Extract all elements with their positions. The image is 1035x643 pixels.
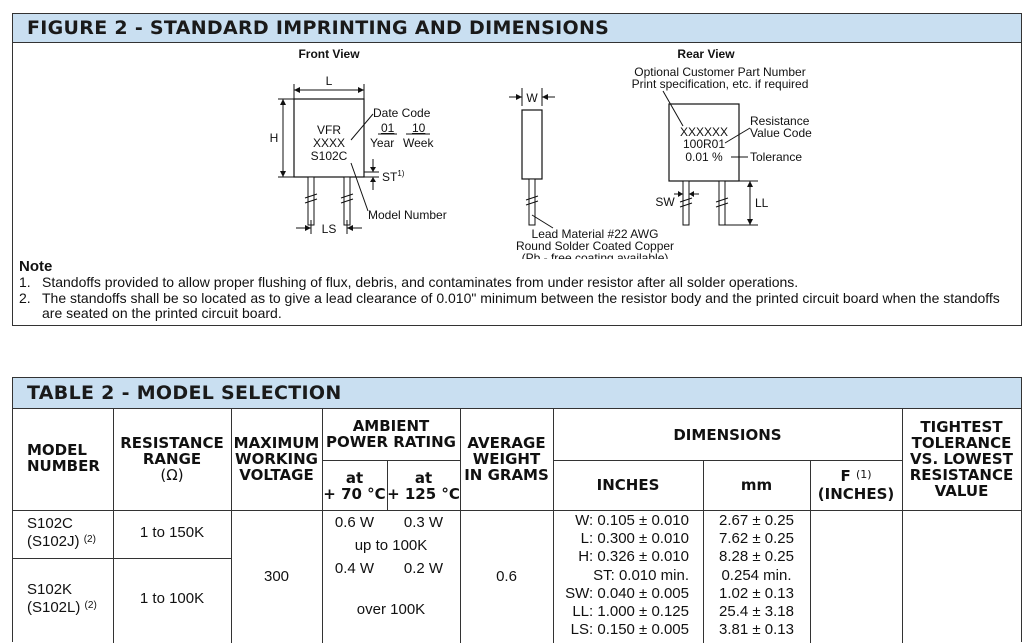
resistance-line-1: Resistance — [750, 114, 810, 128]
note-text: The standoffs shall be so located as to … — [42, 290, 1000, 321]
table-row-model-2: S102K (S102L) (2) — [27, 581, 97, 616]
table-row-model-1: S102C (S102J) (2) — [27, 515, 96, 550]
list-item: 2.67 ± 0.25 — [719, 512, 794, 529]
header-inches: INCHES — [596, 476, 660, 494]
lead-material-line-1: Lead Material #22 AWG — [532, 227, 659, 241]
rear-view-label: Rear View — [677, 47, 735, 61]
dim-h-label: H — [270, 131, 279, 145]
table-row-power70-1: 0.6 W — [334, 514, 375, 531]
date-code-label: Date Code — [373, 106, 431, 120]
note-number: 2. — [19, 290, 31, 306]
year-label: Year — [370, 136, 394, 150]
header-power-70: at+ 70 °C — [323, 469, 386, 503]
table-row-power125-1: 0.3 W — [403, 514, 444, 531]
table-row-range-1: 1 to 150K — [139, 524, 205, 541]
table-row-power70-2: 0.4 W — [334, 560, 375, 577]
table-row-power-note-2: over 100K — [356, 601, 426, 618]
list-item: SW: 0.040 ± 0.005 — [565, 584, 689, 602]
resistance-line-2: Value Code — [750, 126, 812, 140]
list-item: 7.62 ± 0.25 — [719, 530, 794, 548]
note-text: Standoffs provided to allow proper flush… — [42, 274, 799, 290]
header-power-125: at+ 125 °C — [387, 469, 460, 503]
note-title: Note — [19, 258, 53, 275]
lead-material-line-3: (Pb - free coating available) — [522, 251, 669, 259]
figure-title: FIGURE 2 - STANDARD IMPRINTING AND DIMEN… — [27, 17, 610, 39]
rear-body-line-1: XXXXXX — [680, 125, 728, 139]
customer-line-2: Print specification, etc. if required — [632, 77, 809, 91]
date-year-value: 01 — [381, 121, 395, 135]
list-item: ST: 0.010 min. — [593, 566, 689, 584]
dim-ls-label: LS — [322, 222, 337, 236]
list-item: LS: 0.150 ± 0.005 — [570, 621, 689, 639]
list-item: 3.81 ± 0.13 — [719, 621, 794, 639]
dim-w-label: W — [526, 91, 538, 105]
front-body-line-2: XXXX — [313, 136, 345, 150]
table-row-power-note-1: up to 100K — [354, 537, 428, 554]
header-mm: mm — [740, 476, 773, 494]
dim-l-label: L — [326, 74, 333, 88]
list-item: L: 0.300 ± 0.010 — [580, 530, 689, 548]
list-item: LL: 1.000 ± 0.125 — [572, 603, 689, 621]
front-view-label: Front View — [298, 47, 360, 61]
dimensions-mm-list: 2.67 ± 0.25 7.62 ± 0.25 8.28 ± 0.25 0.25… — [703, 512, 810, 639]
date-week-value: 10 — [412, 121, 426, 135]
list-item: 25.4 ± 3.18 — [719, 603, 794, 621]
list-item: 1.02 ± 0.13 — [719, 584, 794, 602]
dim-ll-label: LL — [755, 196, 769, 210]
rear-body-line-2: 100R01 — [683, 137, 725, 151]
table-voltage-value: 300 — [263, 568, 290, 585]
customer-line-1: Optional Customer Part Number — [634, 65, 805, 79]
front-body-line-1: VFR — [317, 123, 341, 137]
side-resistor-body — [521, 109, 543, 180]
list-item: 8.28 ± 0.25 — [719, 548, 794, 566]
rear-resistor-body — [668, 103, 740, 182]
table-title: TABLE 2 - MODEL SELECTION — [27, 382, 342, 404]
week-label: Week — [403, 136, 434, 150]
tolerance-label: Tolerance — [750, 150, 802, 164]
dim-sw-label: SW — [655, 195, 675, 209]
figure-panel: FIGURE 2 - STANDARD IMPRINTING AND DIMEN… — [12, 13, 1022, 326]
table-weight-value: 0.6 — [496, 568, 517, 585]
model-number-label: Model Number — [368, 208, 447, 222]
table-row-range-2: 1 to 100K — [139, 590, 205, 607]
dimensions-inches-list: W: 0.105 ± 0.010 L: 0.300 ± 0.010 H: 0.3… — [553, 512, 689, 639]
header-dimensions: DIMENSIONS — [673, 426, 782, 444]
dimension-drawing: Front View L VFR XXXX S102C H ST1) — [270, 47, 812, 259]
list-item: H: 0.326 ± 0.010 — [578, 548, 689, 566]
figure-title-bar: FIGURE 2 - STANDARD IMPRINTING AND DIMEN… — [13, 14, 1021, 43]
dim-st-label: ST1) — [382, 169, 405, 184]
lead-material-line-2: Round Solder Coated Copper — [516, 239, 674, 253]
list-item: W: 0.105 ± 0.010 — [575, 512, 689, 529]
header-f-inches: F (1) (INCHES) — [817, 467, 895, 503]
rear-body-line-3: 0.01 % — [685, 150, 723, 164]
table-row-power125-2: 0.2 W — [403, 560, 444, 577]
table-title-bar: TABLE 2 - MODEL SELECTION — [13, 378, 1021, 409]
list-item: 0.254 min. — [721, 566, 792, 584]
note-number: 1. — [19, 274, 31, 290]
front-body-line-3: S102C — [311, 149, 348, 163]
